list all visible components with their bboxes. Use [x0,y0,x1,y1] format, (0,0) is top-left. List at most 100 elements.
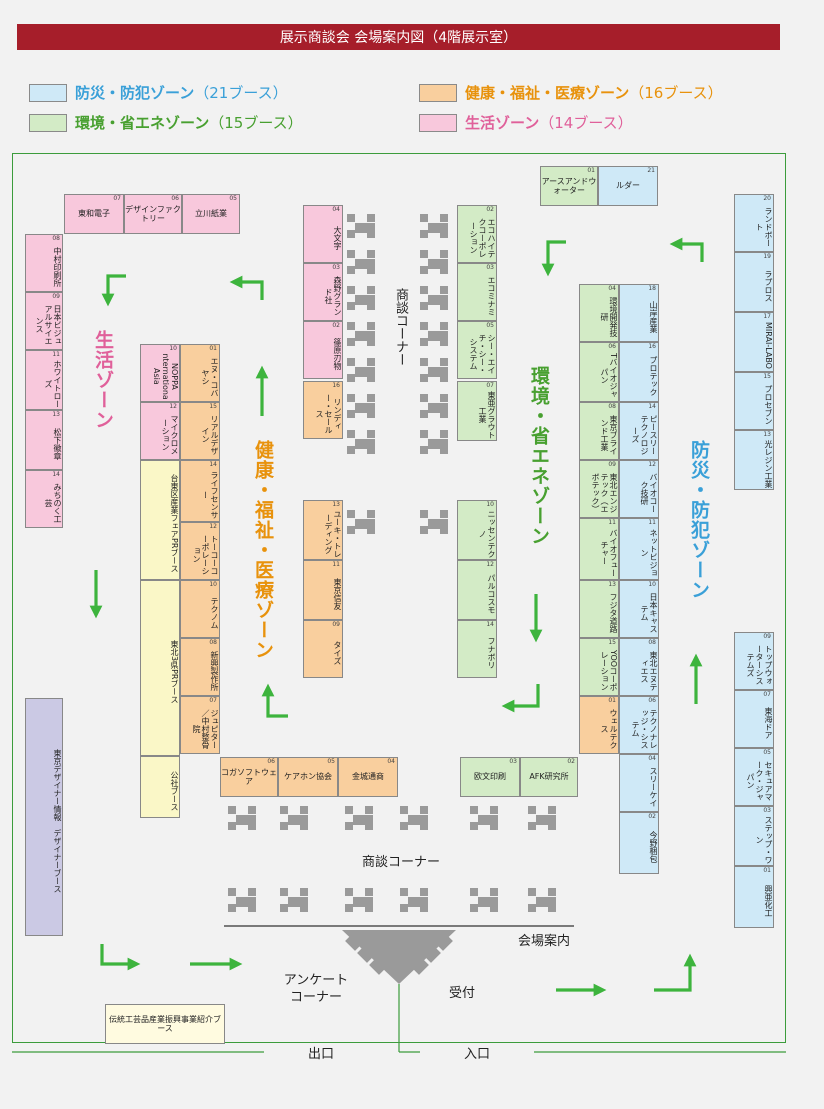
booth-number: 03 [509,758,517,765]
booth-e12: 12 パルコスモ [457,560,497,620]
booth-name: 欧文印刷 [474,772,506,781]
booth-number: 15 [209,403,217,410]
booth-number: 03 [332,264,340,271]
booth-number: 09 [52,293,60,300]
booth-number: 06 [648,697,656,704]
booth-number: 09 [608,461,616,468]
booth-number: 08 [608,403,616,410]
booth-number: 14 [648,403,656,410]
shodan-table [347,322,383,350]
shodan-table [347,510,383,538]
booth-number: 08 [52,235,60,242]
shodan-table [470,888,506,916]
booth-name: トーコーコーポレーション [192,534,219,575]
booth-number: 16 [648,343,656,350]
booth-name: YOOコーポレーション [600,649,618,692]
shodan-table [345,806,381,834]
booth-name: AFK研究所 [529,772,569,781]
booth-number: 12 [486,561,494,568]
booth-number: 02 [332,322,340,329]
booth-pr_tohoku: 東北3県PRブース [140,580,180,756]
zone-label-kankyo: 環境・省エネゾーン [528,366,550,546]
survey-tables [345,931,453,975]
booth-number: 04 [648,755,656,762]
booth-k05: 05 ケアホン協会 [278,757,338,797]
booth-name: ケアホン協会 [284,772,332,781]
booth-name: 立川紙業 [195,209,227,218]
booth-number: 16 [332,382,340,389]
booth-name: セキュアマーク・ジャパン [746,760,773,801]
shodan-table [347,286,383,314]
shodan-table [347,214,383,242]
booth-pr_taito: 台東区産業フェアPRブース [140,460,180,580]
booth-tokyo_design: 東京デザイナー情報 デザイナーブース [25,698,63,936]
shodan-table [420,286,456,314]
zone-label-bousai: 防災・防犯ゾーン [688,440,710,600]
shodan-table [347,250,383,278]
shodan-table [280,888,316,916]
flow-arrows [89,237,704,997]
booth-number: 05 [327,758,335,765]
booth-number: 10 [209,581,217,588]
booth-name: 日本ビジュアルサイエンス [35,304,62,345]
booth-name: 篠原刃物 [333,337,342,370]
booth-number: 07 [113,195,121,202]
booth-number: 12 [648,461,656,468]
booth-name: プロテック [649,355,658,396]
booth-name: ホワイトローズ [44,359,62,408]
booth-pr_kosha: 公社ブース [140,756,180,818]
booth-number: 13 [763,431,771,438]
booth-name: ユーキ・トレーディング [324,509,342,558]
zone-label-seikatsu: 生活ゾーン [92,330,114,430]
booth-number: 10 [169,345,177,352]
legend-seikatsu: 生活ゾーン（14ブース） [465,114,633,132]
booth-name: 東京デザイナー情報 デザイナーブース [53,748,62,893]
booth-number: 14 [486,621,494,628]
booth-number: 09 [763,633,771,640]
booth-number: 10 [486,501,494,508]
booth-name: バイオコーク技研 [640,472,658,513]
shodan-table [228,888,264,916]
booth-name: ラプロス [764,269,773,302]
shodan-table [528,806,564,834]
shodan-table [280,806,316,834]
booth-number: 11 [52,351,60,358]
shodan-table [420,322,456,350]
legend-swatch-kankyo [29,114,67,132]
shodan-table [420,510,456,538]
booth-name: パルコスモ [487,573,496,614]
arrow-9 [501,684,540,713]
booth-s09: 09 日本ビジュアルサイエンス [25,292,63,350]
booth-name: 松下徽章 [53,427,62,460]
booth-name: 今野梱包 [649,830,658,863]
shodan-table [345,888,381,916]
booth-number: 05 [763,749,771,756]
info-counter [342,930,456,984]
booth-number: 08 [209,639,217,646]
booth-name: ピースリーテクノロジーズ [631,414,658,455]
exit-label: 出口 [308,1047,335,1062]
legend-swatch-kenkou [419,84,457,102]
booth-name: タイズ [333,640,342,665]
booth-name: マイクロメーション [161,414,179,455]
